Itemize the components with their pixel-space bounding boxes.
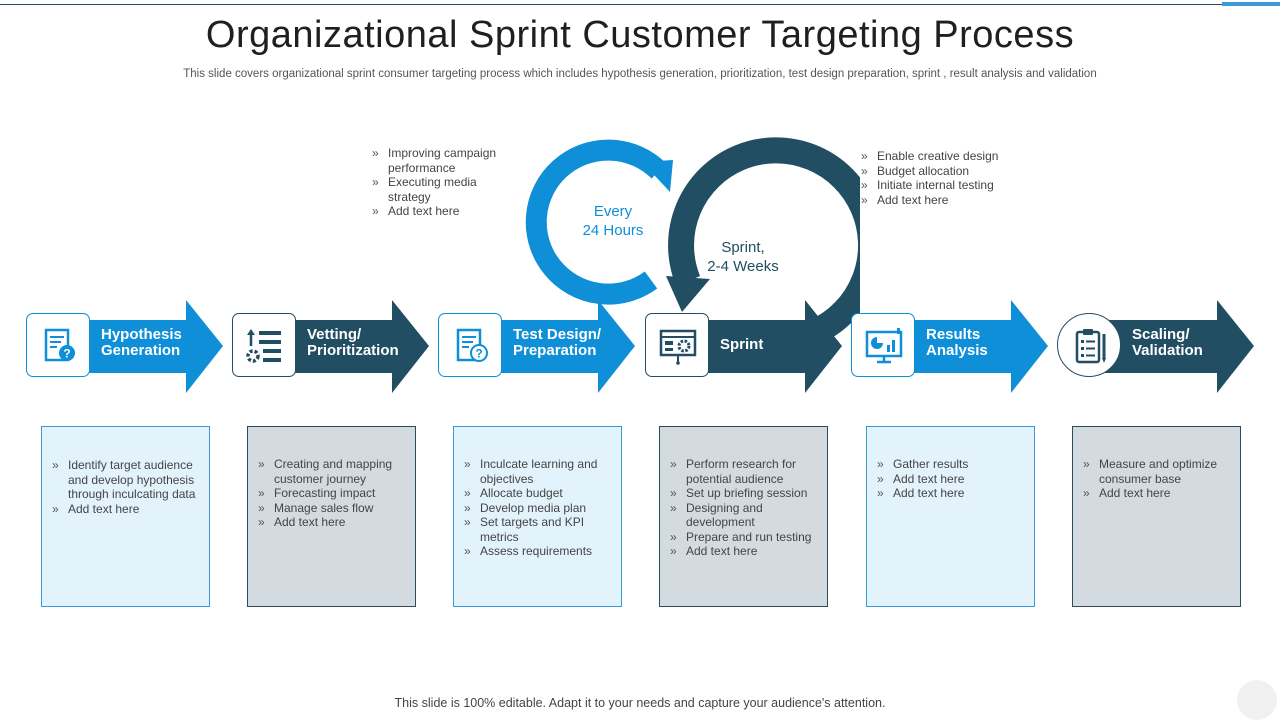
step-label: Hypothesis Generation (101, 327, 221, 359)
step-sprint: Sprint (645, 300, 845, 393)
step-label: Test Design/ Preparation (513, 327, 633, 359)
daily-cycle-arrow (525, 139, 667, 305)
box-bullet: Add text here (1081, 486, 1232, 501)
top-note-left: Improving campaign performance Executing… (370, 146, 520, 219)
description-box-results: Gather results Add text here Add text he… (866, 426, 1035, 607)
step-label-line1: Vetting/ (307, 326, 362, 343)
top-note-right: Enable creative design Budget allocation… (859, 149, 1029, 207)
top-accent-bar (1222, 2, 1280, 6)
description-box-hypothesis: Identify target audience and develop hyp… (41, 426, 210, 607)
top-rule (0, 4, 1280, 5)
box-bullet: Designing and development (668, 501, 819, 530)
box-bullet: Inculcate learning and objectives (462, 457, 613, 486)
step-label-line1: Results (926, 326, 981, 343)
clipboard-checklist-icon (1075, 329, 1106, 364)
step-icon-box (645, 313, 709, 377)
box-bullet: Allocate budget (462, 486, 613, 501)
sprint-cycle-arrowhead (666, 276, 710, 312)
daily-cycle-label: Every 24 Hours (563, 202, 663, 240)
document-question-icon: ? (44, 328, 75, 362)
daily-cycle-label-line2: 24 Hours (582, 222, 644, 239)
daily-cycle-arrowhead (642, 160, 673, 192)
note-item: Budget allocation (859, 164, 1029, 179)
daily-cycle-label-line1: Every (593, 203, 633, 220)
box-bullet: Set up briefing session (668, 486, 819, 501)
step-label: Vetting/ Prioritization (307, 327, 427, 359)
box-bullet: Add text here (875, 486, 1026, 501)
box-bullet: Develop media plan (462, 501, 613, 516)
box-bullet: Forecasting impact (256, 486, 407, 501)
box-bullet: Measure and optimize consumer base (1081, 457, 1232, 486)
step-icon-box (1057, 313, 1121, 377)
note-item: Executing media strategy (370, 175, 520, 204)
step-arrow (468, 300, 635, 393)
step-scaling-validation: Scaling/ Validation (1057, 300, 1257, 393)
step-label-line1: Sprint (720, 336, 764, 353)
note-item: Add text here (370, 204, 520, 219)
step-arrow (675, 300, 842, 393)
priority-list-gear-icon (246, 329, 281, 363)
box-bullet: Add text here (875, 472, 1026, 487)
box-bullet: Gather results (875, 457, 1026, 472)
box-bullet: Creating and mapping customer journey (256, 457, 407, 486)
step-icon-box: ? (26, 313, 90, 377)
step-icon-box (851, 313, 915, 377)
box-bullet: Assess requirements (462, 544, 613, 559)
slide-title: Organizational Sprint Customer Targeting… (205, 14, 1075, 56)
presentation-board-gear-icon (659, 329, 697, 365)
description-box-scaling: Measure and optimize consumer base Add t… (1072, 426, 1241, 607)
box-bullet: Add text here (50, 502, 201, 517)
svg-text:?: ? (475, 347, 482, 361)
step-label-line1: Hypothesis (101, 326, 182, 343)
step-label: Sprint (720, 337, 840, 353)
step-label-line2: Validation (1132, 342, 1203, 359)
corner-decoration (1237, 680, 1277, 720)
box-bullet: Manage sales flow (256, 501, 407, 516)
step-icon-box: ? (438, 313, 502, 377)
step-arrow (881, 300, 1048, 393)
step-arrow (56, 300, 223, 393)
slide-footer: This slide is 100% editable. Adapt it to… (394, 696, 886, 710)
sprint-cycle-label-line1: Sprint, (721, 239, 765, 256)
svg-text:?: ? (63, 347, 70, 361)
slide-subtitle: This slide covers organizational sprint … (183, 68, 1097, 80)
document-question-icon: ? (456, 328, 488, 362)
step-label-line2: Generation (101, 342, 181, 359)
analytics-monitor-icon (865, 328, 903, 364)
step-icon-box (232, 313, 296, 377)
step-label-line2: Preparation (513, 342, 597, 359)
step-label: Results Analysis (926, 327, 1046, 359)
sprint-cycle-graphic (525, 137, 860, 336)
step-vetting-prioritization: Vetting/ Prioritization (232, 300, 432, 393)
sprint-cycle-label: Sprint, 2-4 Weeks (693, 238, 793, 276)
note-item: Enable creative design (859, 149, 1029, 164)
box-bullet: Add text here (668, 544, 819, 559)
box-bullet: Prepare and run testing (668, 530, 819, 545)
step-arrow (1087, 300, 1254, 393)
box-bullet: Add text here (256, 515, 407, 530)
note-item: Initiate internal testing (859, 178, 1029, 193)
sprint-cycle-label-line2: 2-4 Weeks (707, 258, 779, 275)
step-label-line2: Analysis (926, 342, 988, 359)
step-label-line2: Prioritization (307, 342, 399, 359)
description-box-vetting: Creating and mapping customer journey Fo… (247, 426, 416, 607)
step-label: Scaling/ Validation (1132, 327, 1252, 359)
note-item: Add text here (859, 193, 1029, 208)
note-item: Improving campaign performance (370, 146, 520, 175)
sprint-cycle-arrow (668, 137, 860, 336)
step-arrow (262, 300, 429, 393)
step-results-analysis: Results Analysis (851, 300, 1051, 393)
step-hypothesis-generation: ? Hypothesis Generation (26, 300, 226, 393)
box-bullet: Perform research for potential audience (668, 457, 819, 486)
description-box-test-design: Inculcate learning and objectives Alloca… (453, 426, 622, 607)
step-label-line1: Test Design/ (513, 326, 602, 343)
step-test-design-preparation: ? Test Design/ Preparation (438, 300, 638, 393)
description-box-sprint: Perform research for potential audience … (659, 426, 828, 607)
step-label-line1: Scaling/ (1132, 326, 1190, 343)
box-bullet: Set targets and KPI metrics (462, 515, 613, 544)
box-bullet: Identify target audience and develop hyp… (50, 458, 201, 502)
